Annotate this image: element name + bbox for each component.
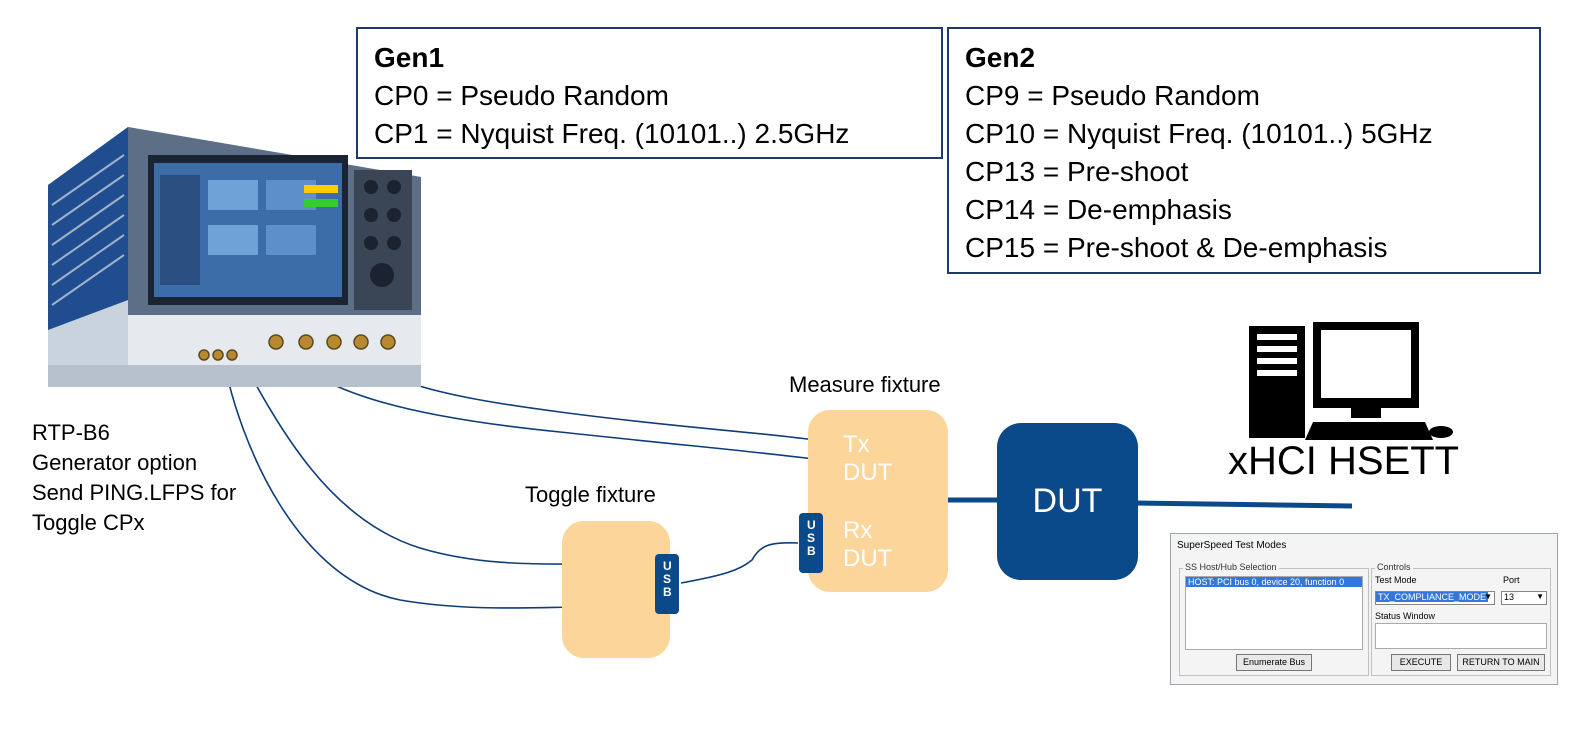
scope-label-2: Send PING.LFPS for bbox=[32, 480, 237, 505]
gen1-line-1: CP1 = Nyquist Freq. (10101..) 2.5GHz bbox=[374, 118, 850, 149]
gen2-line-3: CP14 = De-emphasis bbox=[965, 194, 1232, 225]
enumerate-bus-button[interactable]: Enumerate Bus bbox=[1236, 654, 1312, 671]
gen2-line-0: CP9 = Pseudo Random bbox=[965, 80, 1260, 111]
usb-label: USB bbox=[663, 559, 672, 599]
host-list[interactable]: HOST: PCI bus 0, device 20, function 0 bbox=[1185, 576, 1363, 650]
host-list-item[interactable]: HOST: PCI bus 0, device 20, function 0 bbox=[1186, 577, 1362, 587]
hsett-title: SuperSpeed Test Modes bbox=[1177, 540, 1287, 551]
hsett-window: SuperSpeed Test Modes SS Host/Hub Select… bbox=[1170, 533, 1558, 685]
computer-icon bbox=[1249, 322, 1453, 440]
toggle-fixture bbox=[562, 521, 670, 658]
toggle-usb-connector: USB bbox=[655, 554, 679, 614]
test-mode-select[interactable]: TX_COMPLIANCE_MODE ▼ bbox=[1375, 591, 1495, 605]
scope-label-3: Toggle CPx bbox=[32, 510, 145, 535]
scope-label-1: Generator option bbox=[32, 450, 198, 475]
gen2-line-1: CP10 = Nyquist Freq. (10101..) 5GHz bbox=[965, 118, 1433, 149]
port-select[interactable]: 13 ▼ bbox=[1501, 591, 1547, 605]
gen2-line-4: CP15 = Pre-shoot & De-emphasis bbox=[965, 232, 1388, 263]
execute-button[interactable]: EXECUTE bbox=[1391, 654, 1451, 671]
measure-usb-connector: USB bbox=[799, 513, 823, 573]
dut-label: DUT bbox=[1032, 482, 1103, 520]
controls-caption: Controls bbox=[1375, 562, 1413, 572]
host-label: xHCI HSETT bbox=[1228, 439, 1460, 483]
chevron-down-icon: ▼ bbox=[1536, 592, 1544, 601]
gen2-title: Gen2 bbox=[965, 42, 1036, 73]
measure-fixture bbox=[808, 410, 948, 592]
cable-usb-link bbox=[680, 542, 799, 584]
gen1-line-0: CP0 = Pseudo Random bbox=[374, 80, 669, 111]
gen2-line-2: CP13 = Pre-shoot bbox=[965, 156, 1189, 187]
dut-link-right bbox=[1135, 500, 1353, 509]
dut-block: DUT bbox=[997, 423, 1138, 580]
gen1-title: Gen1 bbox=[374, 42, 445, 73]
chevron-down-icon: ▼ bbox=[1484, 592, 1492, 601]
measure-rx-label-0: Rx bbox=[843, 517, 873, 544]
measure-rx-label-1: DUT bbox=[843, 545, 893, 572]
oscilloscope-icon bbox=[48, 127, 421, 387]
port-label: Port bbox=[1503, 575, 1520, 585]
status-window-label: Status Window bbox=[1375, 611, 1436, 621]
toggle-fixture-title: Toggle fixture bbox=[525, 482, 656, 507]
usb-label: USB bbox=[807, 518, 816, 558]
measure-tx-label-0: Tx bbox=[843, 431, 870, 458]
measure-tx-label-1: DUT bbox=[843, 459, 893, 486]
test-mode-value: TX_COMPLIANCE_MODE bbox=[1376, 592, 1489, 602]
cable-toggle-1 bbox=[237, 351, 583, 565]
gen1-box: Gen1 CP0 = Pseudo Random CP1 = Nyquist F… bbox=[356, 27, 943, 159]
port-value: 13 bbox=[1504, 592, 1515, 602]
host-selection-caption: SS Host/Hub Selection bbox=[1183, 562, 1279, 572]
status-window bbox=[1375, 623, 1547, 649]
return-to-main-button[interactable]: RETURN TO MAIN bbox=[1457, 654, 1545, 671]
controls-group bbox=[1371, 568, 1551, 676]
cable-toggle-2 bbox=[221, 351, 583, 609]
test-mode-label: Test Mode bbox=[1375, 575, 1417, 585]
scope-label-0: RTP-B6 bbox=[32, 420, 110, 445]
measure-fixture-title: Measure fixture bbox=[789, 372, 941, 397]
gen2-box: Gen2 CP9 = Pseudo Random CP10 = Nyquist … bbox=[947, 27, 1541, 274]
